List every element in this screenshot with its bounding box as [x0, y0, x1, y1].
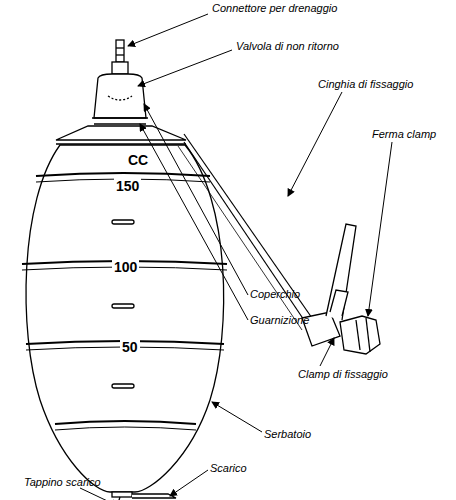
- scale-number: 50: [120, 339, 140, 355]
- part-label: Serbatoio: [264, 428, 311, 441]
- scale-number: 100: [112, 259, 139, 275]
- part-label: Connettore per drenaggio: [212, 2, 337, 15]
- non-return-valve: [94, 74, 146, 118]
- part-label: Clamp di fissaggio: [298, 368, 388, 381]
- drain-cap: [119, 497, 124, 500]
- part-label: Ferma clamp: [372, 128, 436, 141]
- part-label: Scarico: [210, 462, 247, 475]
- fixing-strap: [184, 134, 312, 318]
- part-label: Cinghia di fissaggio: [318, 78, 413, 91]
- reservoir-bulb: [26, 145, 224, 492]
- drain-connector: [116, 40, 124, 62]
- clamp-stop: [326, 224, 356, 320]
- cover-collar: [56, 126, 186, 140]
- gasket: [94, 123, 146, 124]
- part-label: Coperchio: [250, 288, 300, 301]
- part-label: Tappino scarico: [24, 476, 101, 489]
- part-label: Guarnizione: [250, 314, 309, 327]
- scale-unit: CC: [126, 152, 150, 168]
- drain-outlet: [112, 492, 132, 497]
- part-label: Valvola di non ritorno: [236, 40, 339, 53]
- scale-number: 150: [114, 178, 141, 194]
